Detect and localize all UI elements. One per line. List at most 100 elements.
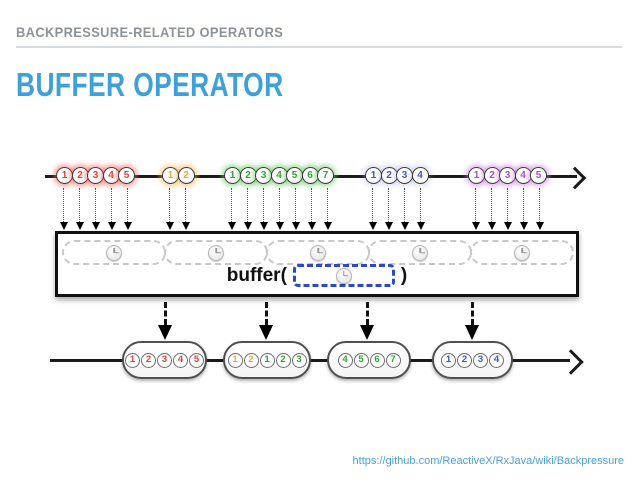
drop-arrow-head-icon (275, 222, 284, 230)
drop-arrow-line (491, 188, 493, 222)
marble: 4 (514, 167, 532, 184)
drop-arrow-head-icon (123, 222, 132, 230)
drop-arrow-line (295, 188, 297, 222)
marble: 2 (239, 167, 257, 184)
slide-kicker: BACKPRESSURE-RELATED OPERATORS (16, 24, 284, 40)
drop-arrow-head-icon (243, 222, 252, 230)
emit-arrow-head-icon (464, 325, 479, 340)
drop-arrow-line (475, 188, 477, 222)
drop-arrow-line (247, 188, 249, 222)
drop-arrow-head-icon (181, 222, 190, 230)
drop-arrow-head-icon (400, 222, 409, 230)
drop-arrow-head-icon (59, 222, 68, 230)
drop-arrow-head-icon (291, 222, 300, 230)
emit-arrow-line (365, 302, 369, 325)
drop-arrow-line (185, 188, 187, 222)
interval-segment (266, 240, 370, 265)
capsule-marble: 1 (125, 352, 140, 368)
capsule-marble: 6 (369, 352, 385, 368)
marble: 3 (396, 167, 413, 184)
operator-suffix: ) (400, 265, 408, 286)
drop-arrow-line (127, 188, 129, 222)
operator-prefix: buffer( (226, 265, 287, 286)
output-timeline-arrow-icon (558, 348, 584, 375)
drop-arrow-head-icon (487, 222, 496, 230)
capsule-marble: 4 (173, 352, 188, 368)
drop-arrow-head-icon (227, 222, 236, 230)
marble: 5 (118, 167, 135, 184)
drop-arrow-head-icon (259, 222, 268, 230)
capsule-marble: 5 (353, 352, 369, 368)
marble: 1 (56, 167, 73, 184)
marble: 4 (411, 167, 429, 184)
source-link[interactable]: https://github.com/ReactiveX/RxJava/wiki… (352, 455, 624, 467)
drop-arrow-head-icon (503, 222, 512, 230)
marble: 2 (483, 167, 501, 184)
drop-arrow-head-icon (384, 222, 393, 230)
drop-arrow-line (111, 188, 113, 222)
drop-arrow-head-icon (368, 222, 377, 230)
capsule-marble: 4 (337, 352, 353, 368)
interval-band (62, 240, 574, 265)
capsule-marble: 4 (489, 352, 504, 368)
marble: 5 (286, 167, 303, 184)
drop-arrow-line (327, 188, 329, 222)
marble: 3 (255, 167, 272, 184)
page-title: BUFFER OPERATOR (16, 66, 284, 103)
drop-arrow-head-icon (519, 222, 528, 230)
capsule-marble: 1 (259, 352, 275, 368)
drop-arrow-line (507, 188, 509, 222)
capsule-marble: 3 (157, 352, 172, 368)
interval-argument-box (292, 264, 395, 287)
drop-arrow-line (311, 188, 313, 222)
marble: 1 (162, 167, 179, 184)
drop-arrow-head-icon (107, 222, 116, 230)
capsule-marble: 3 (473, 352, 488, 368)
capsule-marble: 1 (441, 352, 456, 368)
interval-segment (164, 240, 268, 265)
emit-arrow-line (470, 302, 474, 325)
source-timeline-arrow-icon (563, 166, 587, 189)
drop-arrow-line (372, 188, 374, 222)
drop-arrow-line (63, 188, 65, 222)
capsule-marble: 2 (457, 352, 472, 368)
capsule-marble: 1 (227, 352, 243, 368)
clock-icon (514, 244, 530, 261)
drop-arrow-line (420, 188, 422, 222)
drop-arrow-line (231, 188, 233, 222)
drop-arrow-head-icon (416, 222, 425, 230)
emit-arrow-head-icon (157, 325, 172, 340)
capsule-marble: 7 (385, 352, 401, 368)
marble: 2 (71, 167, 89, 184)
interval-segment (62, 240, 166, 265)
clock-icon (412, 244, 428, 261)
drop-arrow-line (523, 188, 525, 222)
header-divider (16, 46, 622, 48)
drop-arrow-line (169, 188, 171, 222)
interval-segment (368, 240, 472, 265)
clock-icon (335, 267, 352, 284)
marble: 3 (499, 167, 516, 184)
drop-arrow-line (404, 188, 406, 222)
capsule-marble: 2 (141, 352, 156, 368)
drop-arrow-head-icon (165, 222, 174, 230)
drop-arrow-head-icon (471, 222, 480, 230)
capsule-marble: 2 (275, 352, 291, 368)
drop-arrow-head-icon (323, 222, 332, 230)
drop-arrow-line (279, 188, 281, 222)
capsule-marble: 5 (189, 352, 204, 368)
marble: 2 (380, 167, 398, 184)
marble: 4 (102, 167, 120, 184)
emit-arrow-head-icon (359, 325, 374, 340)
drop-arrow-head-icon (535, 222, 544, 230)
emit-arrow-head-icon (258, 325, 273, 340)
